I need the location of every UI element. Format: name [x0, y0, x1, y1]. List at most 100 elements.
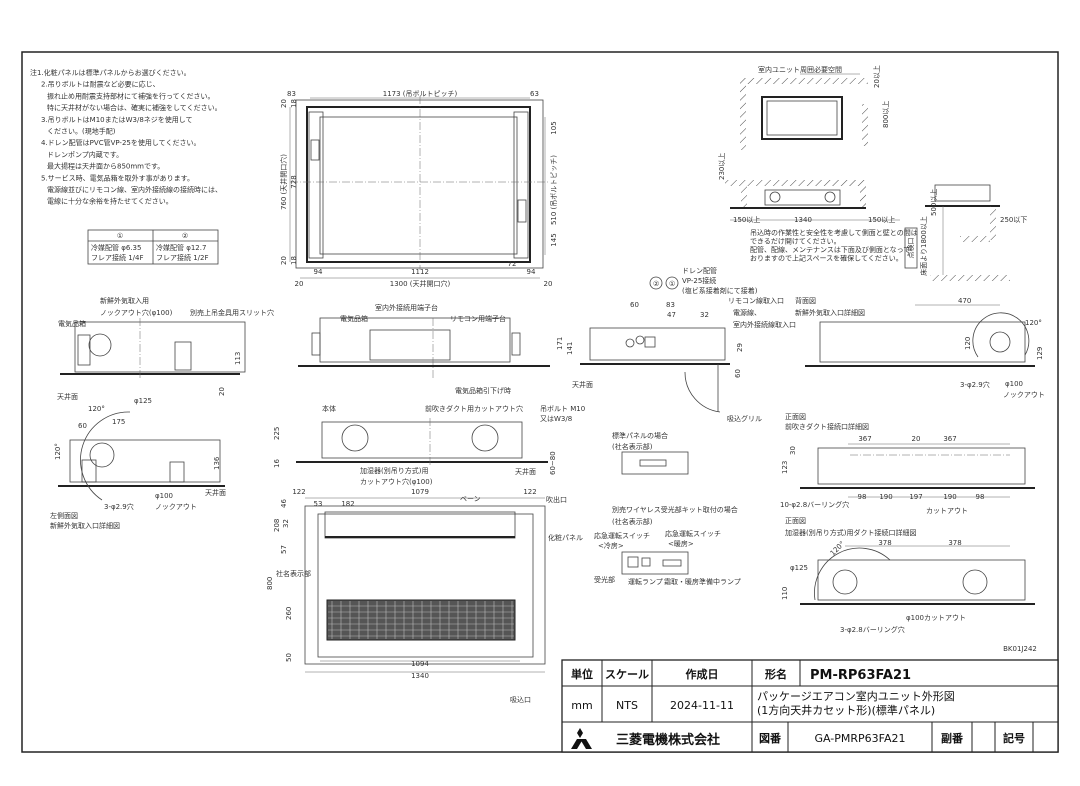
- title-block-description-1: パッケージエアコン室内ユニット外形図: [757, 689, 955, 703]
- right-side-label: VP-25接続: [682, 276, 716, 285]
- panel-label: 1340: [411, 672, 429, 680]
- plan-dim: 94: [314, 268, 323, 276]
- duct-humid-label: 3-φ2.8バーリング穴: [840, 625, 905, 634]
- note-line: 2.吊りボルトは耐震など必要に応じ、: [41, 80, 160, 89]
- left-side-label: 別売上吊金具用スリット穴: [190, 308, 274, 317]
- left-detail-label: φ100: [155, 492, 173, 500]
- front-view: [298, 317, 550, 380]
- panel-option-label: <暖房>: [668, 539, 694, 548]
- title-block-unit-label: 単位: [571, 667, 593, 681]
- note-line: 注1.化粧パネルは標準パネルからお選びください。: [30, 68, 191, 77]
- pipe-header: ②: [182, 232, 188, 240]
- plan-view: [289, 96, 550, 279]
- back-view-label: 3-φ2.9穴: [960, 380, 990, 389]
- plan-dim: 20: [295, 280, 304, 288]
- right-side-label: 60: [734, 369, 742, 378]
- panel-option-label: 霜取・暖房準備中ランプ: [664, 577, 741, 586]
- back-view-label: 背面図: [795, 296, 816, 305]
- clearance-dim: 500以上: [929, 189, 938, 216]
- pipe-cell: フレア接続 1/4F: [91, 253, 144, 262]
- duct-humid-label: φ100カットアウト: [906, 614, 966, 622]
- pipe-cell: フレア接続 1/2F: [156, 253, 209, 262]
- duct-humid-label: 120°: [829, 540, 847, 558]
- left-detail-label: 左側面図: [50, 511, 78, 520]
- title-block-company: 三菱電機株式会社: [616, 732, 720, 748]
- panel-label: 吹出口: [546, 495, 567, 504]
- right-side-label: 141: [566, 342, 574, 355]
- duct-detail-views: [800, 443, 1035, 605]
- note-line: 3.吊りボルトはM10またはW3/8ネジを使用して: [41, 115, 193, 124]
- left-detail-label: 175: [112, 418, 125, 426]
- left-detail-label: 天井面: [205, 488, 226, 497]
- plan-dim: 20: [544, 280, 553, 288]
- clearance-title: 室内ユニット周囲必要空間: [758, 65, 842, 74]
- panel-options: [621, 451, 689, 575]
- plan-dim: 728: [290, 175, 298, 188]
- pipe-cell: 冷媒配管 φ12.7: [156, 243, 206, 252]
- front-detail-label: 225: [273, 427, 281, 440]
- panel-option-label: 応急運転スイッチ: [665, 529, 721, 538]
- clearance-dim: 20以上: [872, 65, 881, 88]
- panel-label: 1079: [411, 488, 429, 496]
- front-detail-label: 又はW3/8: [540, 415, 572, 423]
- right-side-label: ②: [653, 280, 659, 288]
- right-side-label: ①: [669, 280, 675, 288]
- plan-dim: 105: [550, 121, 558, 134]
- back-view-label: ノックアウト: [1003, 391, 1045, 399]
- right-side-label: 32: [700, 311, 709, 319]
- title-block-date-label: 作成日: [686, 667, 719, 681]
- note-line: 電源線並びにリモコン線、室内外接続線の接続時には、: [47, 185, 222, 194]
- panel-label: ベーン: [460, 495, 481, 503]
- panel-label: 46: [280, 499, 288, 508]
- note-line: 5.サービス時、電気品箱を取外す事があります。: [41, 173, 194, 182]
- drawing-code: BK01J242: [1003, 645, 1037, 653]
- pipe-cell: 冷媒配管 φ6.35: [91, 243, 141, 252]
- title-block-sub-no-label: 副番: [941, 731, 964, 745]
- left-side-label: ノックアウト穴(φ100): [100, 308, 173, 317]
- left-detail-label: 60: [78, 422, 87, 430]
- plan-dim: 760 (天井開口穴): [279, 154, 288, 210]
- duct-detail-label: 98: [858, 493, 867, 501]
- plan-dim: 83: [287, 90, 296, 98]
- title-block-unit: mm: [571, 699, 592, 712]
- back-view-label: φ100: [1005, 380, 1023, 388]
- duct-detail-label: 10-φ2.8バーリング穴: [780, 500, 849, 509]
- title-block-model: PM-RP63FA21: [810, 668, 911, 683]
- note-line: ドレンポンプ内蔵です。: [47, 150, 123, 159]
- duct-detail-label: 98: [976, 493, 985, 501]
- note-line: 振れ止め用耐震支持部材にて補強を行ってください。: [47, 91, 214, 100]
- plan-dim: 94: [527, 268, 536, 276]
- plan-dim: 20: [280, 99, 288, 108]
- left-side-label: 20: [218, 387, 226, 396]
- clearance-views: [725, 73, 1010, 281]
- front-detail-label: カットアウト穴(φ100): [360, 477, 433, 486]
- duct-detail-label: 197: [909, 493, 922, 501]
- left-side-label: 新鮮外気取入用: [100, 296, 149, 305]
- title-block-drawing-no: GA-PMRP63FA21: [814, 732, 905, 745]
- right-side-label: 83: [666, 301, 675, 309]
- left-side-label: 電気品箱: [58, 319, 86, 328]
- left-detail-label: 3-φ2.9穴: [104, 502, 134, 511]
- title-block-scale: NTS: [616, 699, 638, 712]
- back-view-label: 120°: [1025, 319, 1042, 327]
- clearance-dim: 1340: [794, 216, 812, 224]
- duct-detail-label: 190: [879, 493, 892, 501]
- front-detail-label: 16: [273, 459, 281, 468]
- clearance-dim: 150以上: [868, 215, 895, 224]
- back-view-label: 129: [1036, 347, 1044, 360]
- right-side-label: 29: [736, 343, 744, 352]
- plan-dim: 63: [530, 90, 539, 98]
- duct-humid-label: 加湿器(別吊り方式)用ダクト接続口詳細図: [785, 528, 916, 537]
- panel-label: 122: [292, 488, 305, 496]
- title-block-model-label: 形名: [765, 667, 787, 681]
- duct-detail-label: 前吹きダクト接続口詳細図: [785, 422, 869, 431]
- front-detail-label: 吊ボルト M10: [540, 405, 585, 413]
- panel-label: 吸込口: [510, 695, 531, 704]
- front-detail-view: [296, 418, 548, 466]
- clearance-dim: 250以下: [1000, 216, 1027, 224]
- clearance-note: 配管、配線、メンテナンスは下面及び側面となって: [750, 245, 910, 254]
- duct-detail-label: 367: [858, 435, 871, 443]
- inspection-label: 点検口: [906, 238, 915, 259]
- back-view-label: 新鮮外気取入口詳細図: [795, 308, 865, 317]
